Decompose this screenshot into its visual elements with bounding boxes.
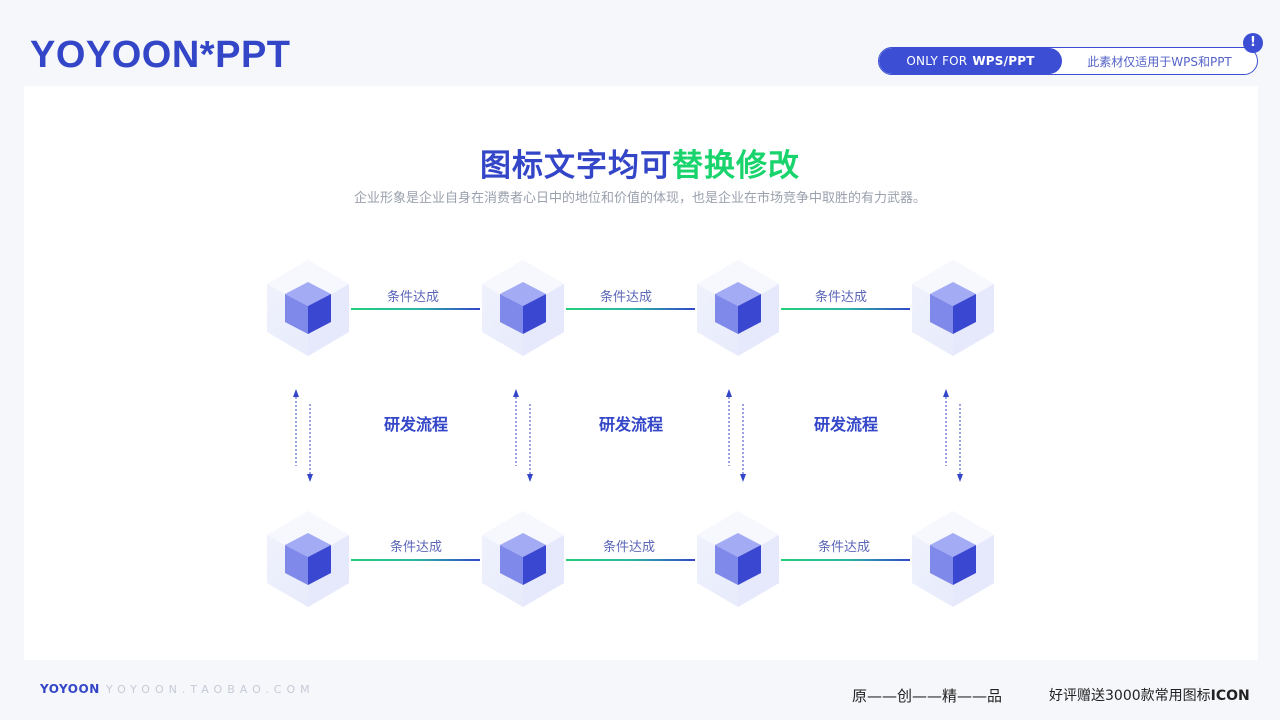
up-down-arrow-icon (943, 389, 963, 482)
process-label: 研发流程 (598, 415, 663, 434)
cube-icon (267, 511, 349, 607)
condition-label: 条件达成 (386, 290, 439, 305)
cube-icon (267, 260, 349, 356)
footer-promo-text: 好评赠送3000款常用图标 (1049, 688, 1211, 704)
up-down-arrow-icon (726, 389, 746, 482)
condition-label: 条件达成 (817, 540, 870, 555)
title-part-1: 图标文字均可 (480, 148, 672, 184)
footer-url[interactable]: YOYOON.TAOBAO.COM (106, 683, 315, 696)
condition-label: 条件达成 (602, 540, 655, 555)
alert-icon[interactable]: ! (1243, 33, 1263, 53)
footer-brand: YOYOON (40, 682, 100, 696)
content-card (24, 86, 1258, 660)
up-down-arrow-icon (513, 389, 533, 482)
up-down-arrow-icon (293, 389, 313, 482)
connector-line (566, 559, 695, 561)
cube-icon (697, 260, 779, 356)
condition-label: 条件达成 (389, 540, 442, 555)
brand-logo: YOYOON*PPT (30, 34, 291, 76)
badge-prefix: ONLY FOR (906, 54, 968, 68)
footer-motto: 原——创——精——品 (852, 687, 1003, 705)
cube-icon (482, 260, 564, 356)
badge-platform-pill: ONLY FOR WPS/PPT (879, 48, 1062, 74)
page-subtitle: 企业形象是企业自身在消费者心日中的地位和价值的体现，也是企业在市场竞争中取胜的有… (353, 191, 926, 206)
condition-label: 条件达成 (599, 290, 652, 305)
connector-line (351, 559, 480, 561)
connector-line (781, 308, 910, 310)
badge-note: 此素材仅适用于WPS和PPT (1087, 54, 1232, 69)
cube-icon (912, 511, 994, 607)
page-title: 图标文字均可替换修改 (0, 140, 1280, 185)
title-part-2: 替换修改 (672, 148, 800, 184)
connector-line (351, 308, 480, 310)
cube-icon (912, 260, 994, 356)
process-label: 研发流程 (813, 415, 878, 434)
cube-icon (697, 511, 779, 607)
connector-line (566, 308, 695, 310)
connector-line (781, 559, 910, 561)
footer-promo-strong: ICON (1210, 688, 1250, 704)
process-label: 研发流程 (383, 415, 448, 434)
condition-label: 条件达成 (814, 290, 867, 305)
badge-strong: WPS/PPT (972, 54, 1035, 68)
platform-badge: ONLY FOR WPS/PPT 此素材仅适用于WPS和PPT (878, 47, 1258, 75)
footer-promo: 好评赠送3000款常用图标ICON (1049, 685, 1250, 705)
cube-icon (482, 511, 564, 607)
